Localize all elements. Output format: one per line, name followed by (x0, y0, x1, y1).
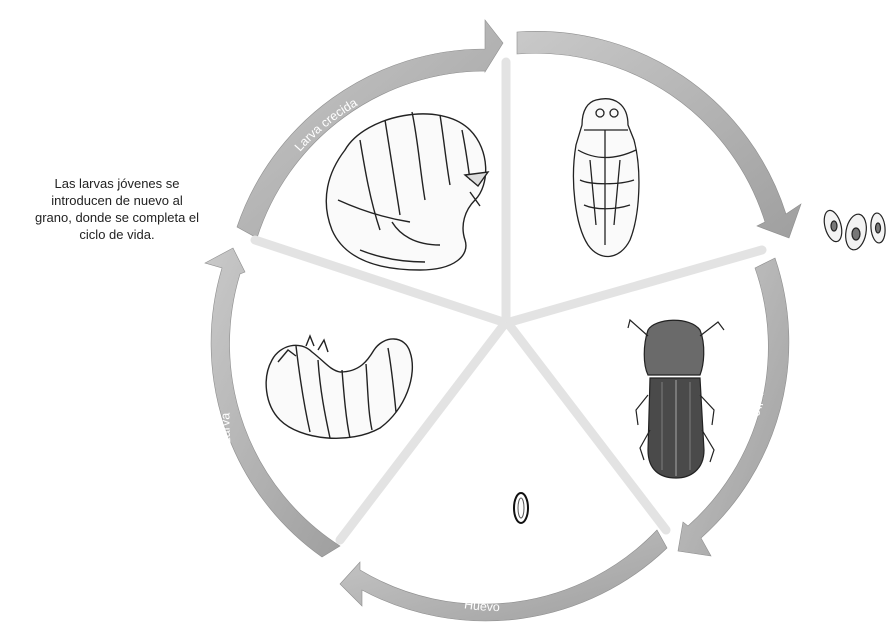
stage-label-adulto: R. Dominica adulto (737, 308, 765, 417)
stage-label-huevo: Huevo (463, 597, 500, 614)
cycle-note: Las larvas jóvenes se introducen de nuev… (22, 175, 212, 243)
stage-label-larva: Larva (218, 413, 233, 445)
egg-illustration (514, 493, 528, 523)
pupa-illustration (573, 99, 638, 257)
cycle-note-line: Las larvas jóvenes se (22, 175, 212, 192)
cycle-note-line: introducen de nuevo al (22, 192, 212, 209)
grown-larva-illustration (326, 112, 488, 270)
cycle-note-line: ciclo de vida. (22, 226, 212, 243)
stage-label-pupa: Pupa (618, 83, 651, 109)
arrow-to-larva (340, 530, 667, 621)
larva-illustration (266, 336, 412, 438)
grain-kernels-illustration (821, 208, 886, 251)
arrow-to-adulto (517, 31, 801, 238)
cycle-note-line: grano, donde se completa el (22, 209, 212, 226)
adult-beetle-illustration (628, 320, 724, 478)
